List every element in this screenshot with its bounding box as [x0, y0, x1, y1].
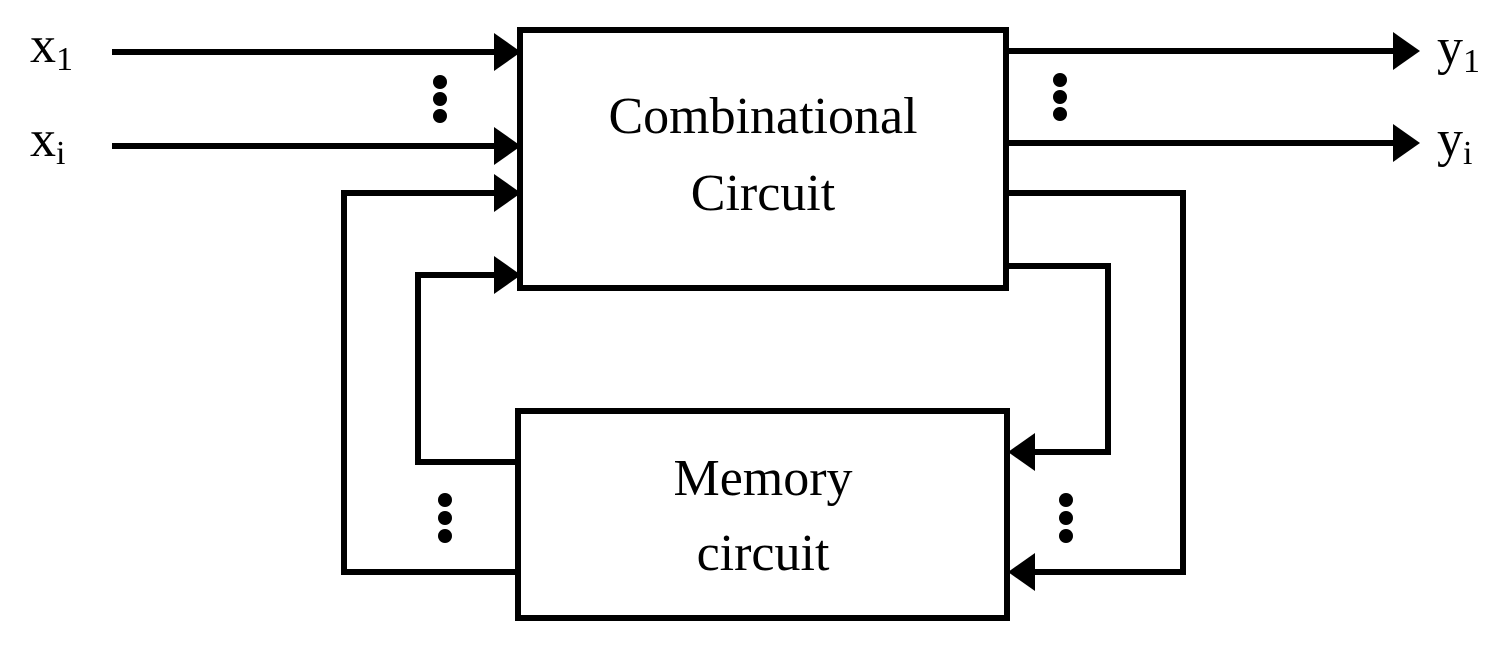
input-wire-x1	[112, 33, 521, 71]
output-label-y1-base: y	[1437, 19, 1463, 76]
feedback-inner-right-wire	[1006, 263, 1111, 471]
input-wire-xi	[112, 127, 521, 165]
feedback-right-ellipsis-icon	[1059, 493, 1073, 543]
input-label-x1-base: x	[30, 17, 56, 74]
memory-circuit-block[interactable]: Memory circuit	[515, 408, 1010, 621]
output-label-yi-sub: i	[1463, 135, 1472, 172]
input-label-x1-sub: 1	[56, 41, 73, 78]
memory-circuit-label-line1: Memory	[673, 450, 852, 507]
feedback-left-ellipsis-icon	[438, 493, 452, 543]
output-label-yi: yi	[1437, 111, 1472, 172]
input-label-x1: x1	[30, 17, 73, 78]
combinational-circuit-block[interactable]: Combinational Circuit	[517, 27, 1009, 291]
input-ellipsis-icon	[433, 75, 447, 123]
output-wire-y1	[1006, 32, 1420, 70]
output-ellipsis-icon	[1053, 73, 1067, 121]
input-label-xi: xi	[30, 111, 65, 172]
input-label-xi-sub: i	[56, 135, 65, 172]
memory-circuit-label-line2: circuit	[697, 525, 830, 582]
feedback-inner-left-wire	[415, 256, 521, 465]
output-label-yi-base: y	[1437, 111, 1463, 168]
output-wire-yi	[1006, 124, 1420, 162]
input-label-xi-base: x	[30, 111, 56, 168]
output-label-y1: y1	[1437, 19, 1480, 80]
combinational-circuit-label-line1: Combinational	[608, 88, 917, 145]
combinational-circuit-label-line2: Circuit	[691, 165, 836, 222]
output-label-y1-sub: 1	[1463, 43, 1480, 80]
feedback-outer-right-wire	[1006, 190, 1186, 591]
feedback-outer-left-wire	[341, 174, 521, 575]
